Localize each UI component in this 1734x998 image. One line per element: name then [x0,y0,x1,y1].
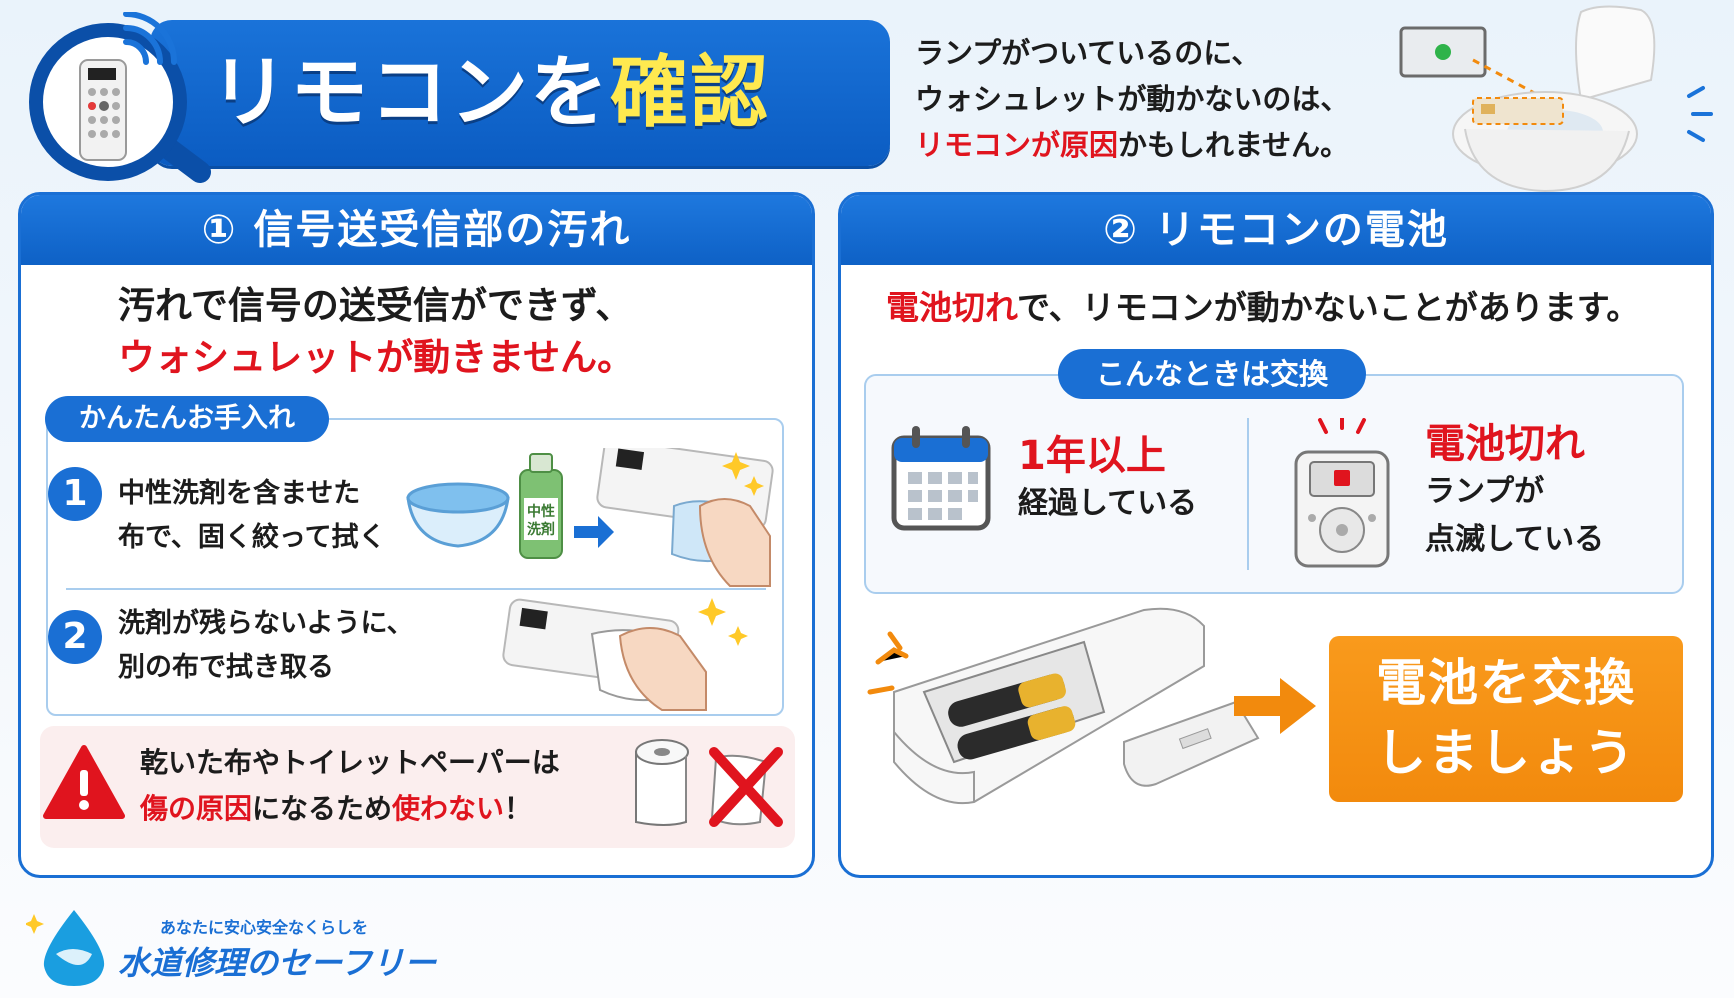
step2-number: 2 [48,610,102,664]
cond1-highlight: 1年以上 [1018,433,1166,479]
toilet-lamp-illustration [1399,5,1713,193]
warning-text: 乾いた布やトイレットペーパーは 傷の原因になるため使わない！ [140,740,620,832]
action-line1: 電池を交換 [1376,654,1636,712]
step1-line1: 中性洗剤を含ませた [118,478,361,509]
section1-lead-line1: 汚れで信号の送受信ができず、 [118,284,633,327]
replace-battery-callout: 電池を交換 しましょう [1329,636,1683,802]
intro-line3-red: リモコンが原因 [915,128,1119,162]
warning-mid: になるため [252,792,393,825]
intro-line3-rest: かもしれません。 [1118,128,1350,162]
arrow-right-icon [1234,678,1316,734]
section2-lead-rest: で、リモコンが動かないことがあります。 [1017,288,1640,327]
brand-logo-icon [26,910,105,986]
step1-number: 1 [48,467,102,521]
intro-text: ランプがついているのに、 ウォシュレットが動かないのは、 リモコンが原因かもしれ… [915,30,1435,168]
detergent-label-2: 洗剤 [527,521,555,538]
step1-cleaning-illustration: 中性 洗剤 [406,448,774,587]
section1-lead-line2: ウォシュレットが動きません。 [118,336,635,379]
warning-end: ！ [504,792,533,825]
cond2-line3: 点滅している [1425,522,1605,557]
title-banner [150,20,890,166]
step1-text: 中性洗剤を含ませた 布で、固く絞って拭く [118,472,386,560]
warning-red2: 使わない [392,792,505,825]
warning-icon [43,745,125,819]
replace-when-label: こんなときは交換 [1058,349,1367,399]
page-title: リモコンを確認 [210,30,770,156]
remote-magnifier-icon [29,12,211,183]
section2-lead-red: 電池切れ [886,288,1018,327]
section2-lead: 電池切れで、リモコンが動かないことがあります。 [886,285,1686,331]
footer-tagline: あなたに安心安全なくらしを [160,918,369,937]
action-line2: しましょう [1376,724,1636,782]
step2-text: 洗剤が残らないように、 別の布で拭き取る [118,602,414,690]
intro-line3: リモコンが原因かもしれません。 [915,122,1435,168]
step2-line2: 別の布で拭き取る [118,652,334,683]
warning-red1: 傷の原因 [140,792,253,825]
cond2-line2: ランプが [1425,474,1545,509]
title-highlight: 確認 [610,48,771,138]
step2-line1: 洗剤が残らないように、 [118,608,414,639]
calendar-icon [891,426,991,531]
intro-line1: ランプがついているのに、 [915,36,1261,70]
remote-battery-lamp-icon [1294,418,1390,568]
section1-lead: 汚れで信号の送受信ができず、 ウォシュレットが動きません。 [118,280,808,384]
condition-over-one-year: 1年以上 経過している [1018,432,1197,528]
replace-when-divider [1247,418,1249,570]
step2-wiping-illustration [502,598,748,711]
intro-line2: ウォシュレットが動かないのは、 [915,82,1350,116]
step1-line2: 布で、固く絞って拭く [118,522,386,553]
care-divider [66,588,766,590]
section1-heading: ① 信号送受信部の汚れ [21,195,812,265]
toilet-paper-prohibited-icon [635,739,783,827]
detergent-label-1: 中性 [527,503,555,520]
title-main: リモコンを [210,48,611,138]
warning-line1: 乾いた布やトイレットペーパーは [140,746,560,779]
care-label: かんたんお手入れ [45,396,329,442]
remote-battery-compartment-illustration [867,607,1260,805]
condition-battery-lamp: 電池切れ ランプが 点滅している [1425,420,1604,564]
cond2-highlight: 電池切れ [1425,421,1585,467]
warning-line2: 傷の原因になるため使わない！ [140,786,620,832]
footer-brand: 水道修理のセーフリー [118,944,437,982]
section2-heading: ② リモコンの電池 [841,195,1711,265]
cond1-line2: 経過している [1018,486,1198,521]
